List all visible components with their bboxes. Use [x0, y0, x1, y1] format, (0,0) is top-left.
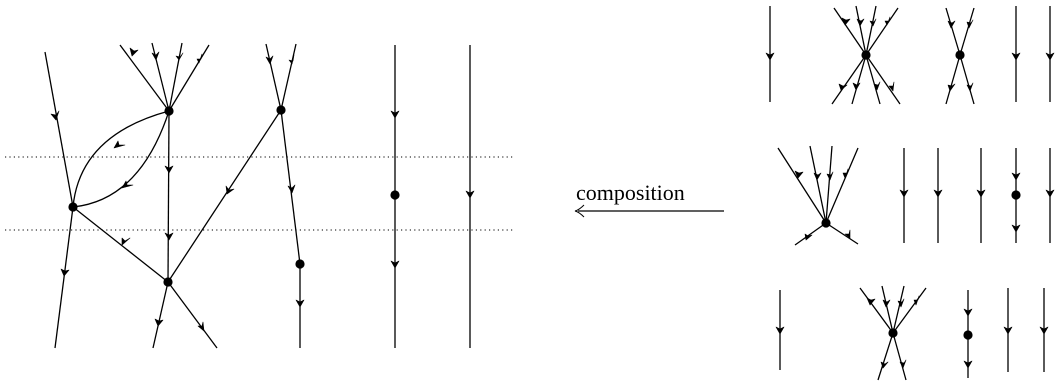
component-diagram-3 [775, 285, 1049, 381]
edge-c-out-left [152, 281, 169, 349]
arc-a-to-b-outer [72, 110, 170, 208]
vertex-a [164, 106, 174, 116]
edge-a-to-c [167, 110, 170, 283]
left-arrowheads [50, 47, 475, 332]
edge-b-to-c [72, 206, 169, 283]
composition-label: composition [576, 180, 685, 205]
arc-a-to-b-inner [72, 110, 170, 208]
composition-arrow-group: composition [574, 180, 724, 218]
composed-graph [5, 42, 515, 349]
edge-a-in-3 [168, 42, 183, 112]
edge-d-in-2 [280, 43, 297, 111]
vertex-c [163, 277, 173, 287]
vertex-b [68, 202, 78, 212]
edge-a-in-4 [168, 44, 210, 112]
component-diagram-1 [765, 5, 1055, 105]
edge-b-out-down [54, 206, 74, 349]
edge-c-out-right [167, 281, 218, 349]
edge-d-to-c [167, 109, 282, 283]
vertex-e [295, 259, 305, 269]
edge-d-in-1 [265, 43, 282, 111]
vertex-d [276, 105, 286, 115]
composition-arrow-head [574, 204, 585, 218]
edge-a-in-1 [119, 44, 170, 112]
vertex-f [390, 190, 400, 200]
edge-a-in-2 [151, 42, 170, 112]
component-diagram-2 [777, 145, 1055, 246]
edge-b-in [44, 51, 74, 208]
